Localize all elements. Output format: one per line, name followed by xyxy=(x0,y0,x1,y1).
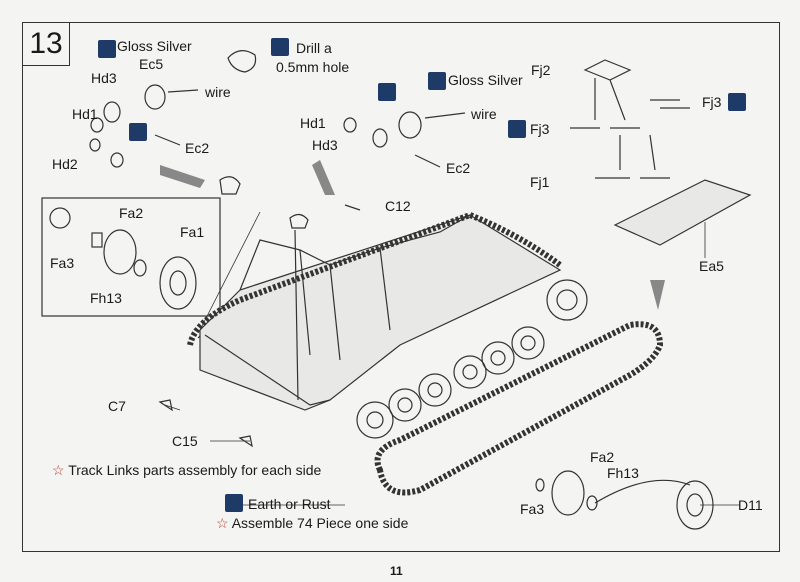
paint-brush-icon xyxy=(98,40,116,58)
label-hd3: Hd3 xyxy=(91,70,117,86)
label-fh13: Fh13 xyxy=(607,465,639,481)
label-hd1: Hd1 xyxy=(300,115,326,131)
label-c15: C15 xyxy=(172,433,198,449)
label-c12: C12 xyxy=(385,198,411,214)
cross-tools-icon xyxy=(728,93,746,111)
label-drill-line1: Drill a xyxy=(296,40,332,56)
label-ec5: Ec5 xyxy=(139,56,164,72)
label-d11: D11 xyxy=(738,497,763,513)
label-fa1: Fa1 xyxy=(180,224,205,240)
label-drill-line2: 0.5mm hole xyxy=(276,59,350,75)
label-earth-or-rust: Earth or Rust xyxy=(248,496,331,512)
label-fa3: Fa3 xyxy=(520,501,545,517)
label-gloss-silver: Gloss Silver xyxy=(448,72,523,88)
label-ea5: Ea5 xyxy=(699,258,724,274)
label-fj3: Fj3 xyxy=(530,121,550,137)
note-assemble: ☆ Assemble 74 Piece one side xyxy=(216,515,409,531)
label-fj2: Fj2 xyxy=(531,62,551,78)
label-wire: wire xyxy=(205,84,231,100)
label-fj3: Fj3 xyxy=(702,94,722,110)
star-icon: ☆ xyxy=(52,462,65,478)
label-hd1: Hd1 xyxy=(72,106,98,122)
label-gloss-silver: Gloss Silver xyxy=(117,38,192,54)
label-fh13: Fh13 xyxy=(90,290,122,306)
label-fj1: Fj1 xyxy=(530,174,550,190)
page-number: 11 xyxy=(390,564,403,578)
label-ec2: Ec2 xyxy=(185,140,210,156)
note-track-links: ☆ Track Links parts assembly for each si… xyxy=(52,462,322,478)
paint-brush-icon xyxy=(428,72,446,90)
label-hd3: Hd3 xyxy=(312,137,338,153)
label-fa2: Fa2 xyxy=(119,205,144,221)
instruction-frame: 13 xyxy=(22,22,780,552)
paint-brush-icon xyxy=(225,494,243,512)
label-hd2: Hd2 xyxy=(52,156,78,172)
label-wire: wire xyxy=(471,106,497,122)
star-icon: ☆ xyxy=(216,515,229,531)
drill-icon xyxy=(271,38,289,56)
label-ec2: Ec2 xyxy=(446,160,471,176)
label-c7: C7 xyxy=(108,398,126,414)
cross-tools-icon xyxy=(508,120,526,138)
cross-tools-icon xyxy=(129,123,147,141)
cross-tools-icon xyxy=(378,83,396,101)
inset-box xyxy=(41,197,221,317)
label-fa3: Fa3 xyxy=(50,255,75,271)
step-number: 13 xyxy=(23,23,70,66)
label-fa2: Fa2 xyxy=(590,449,615,465)
